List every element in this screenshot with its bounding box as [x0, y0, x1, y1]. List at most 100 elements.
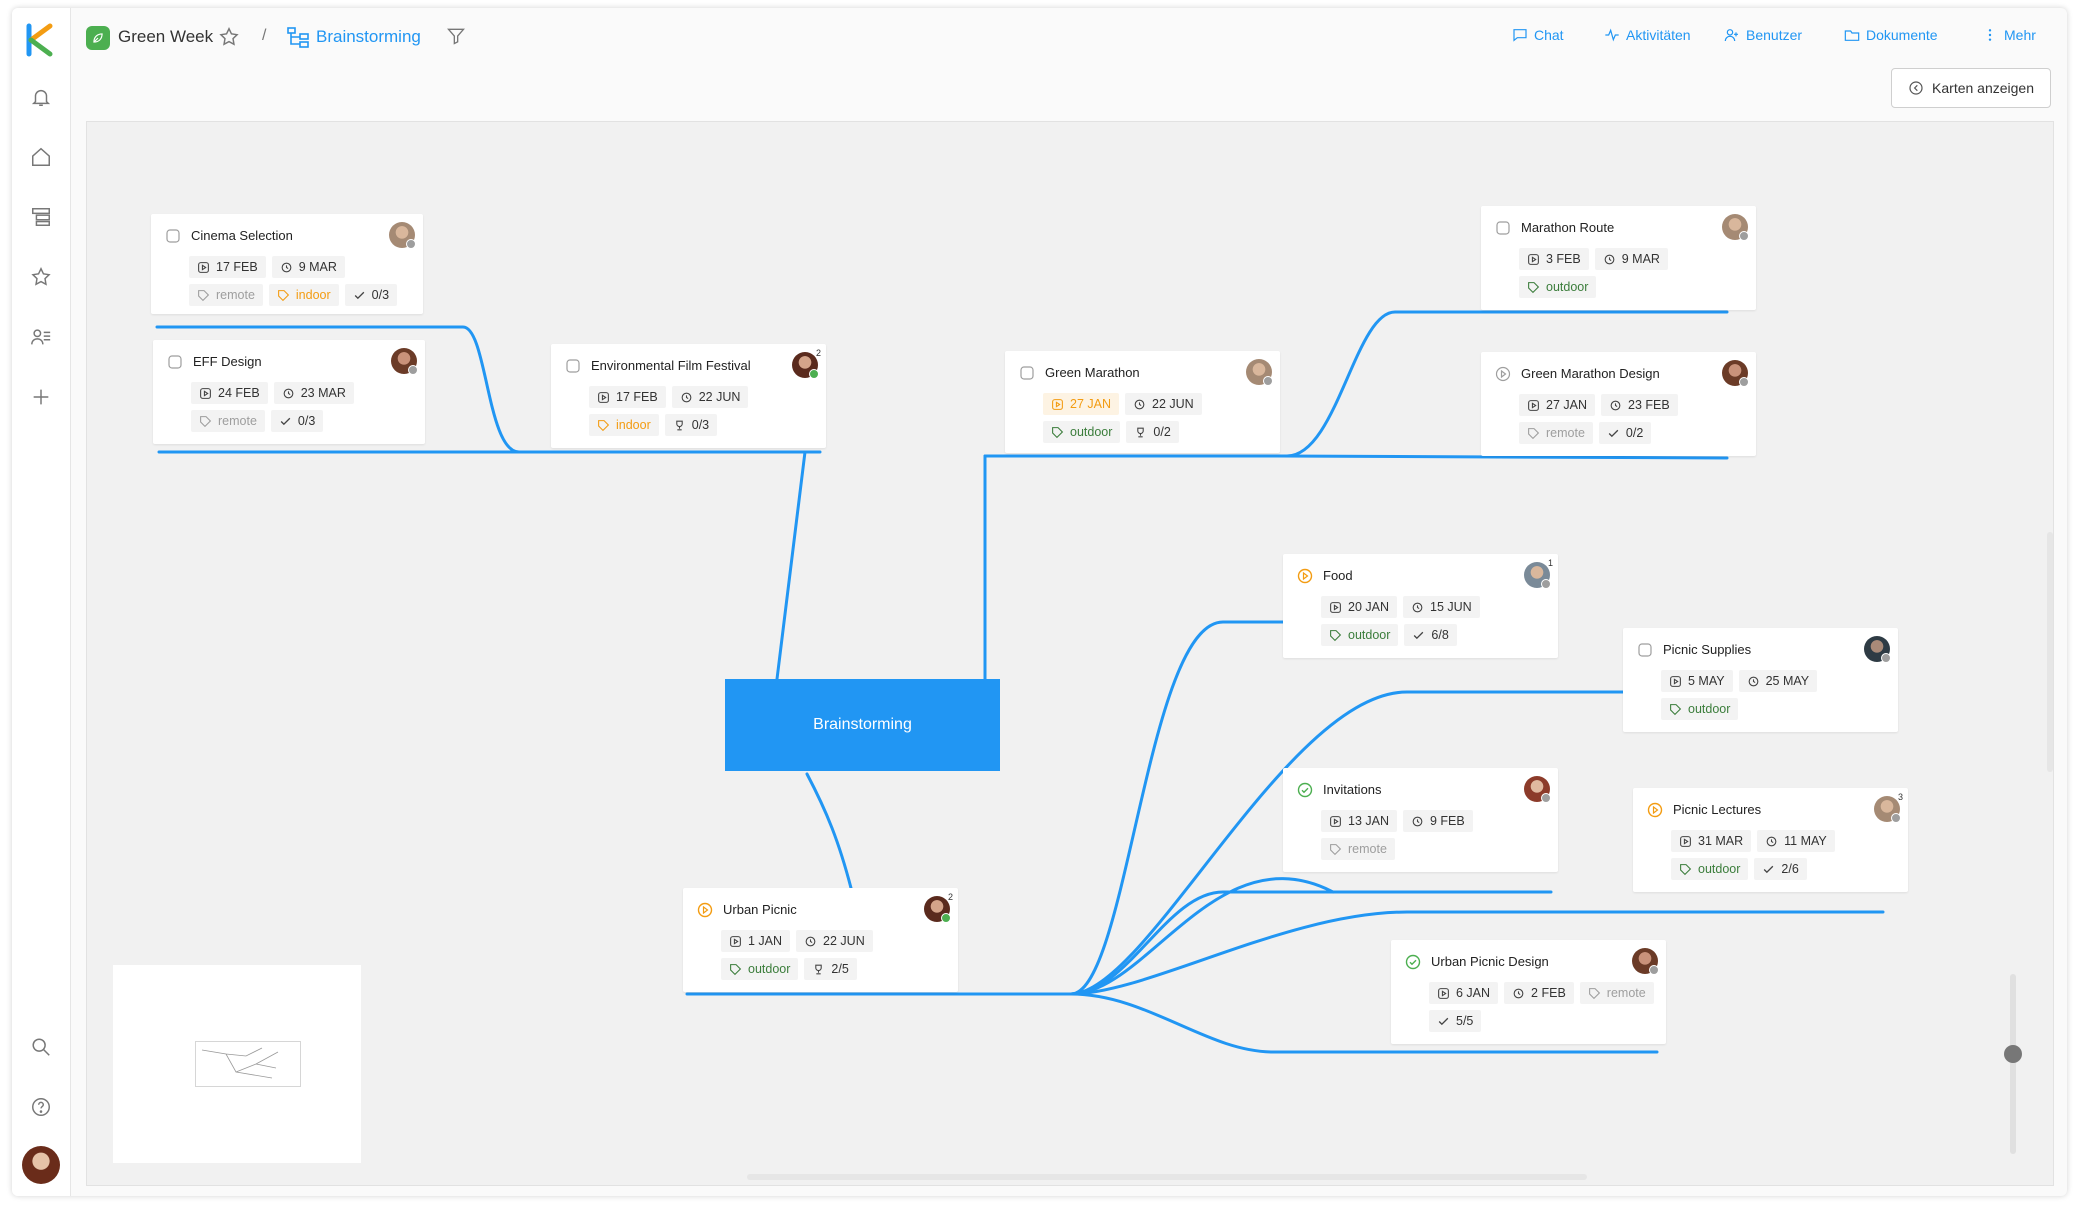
nav-chat[interactable]: Chat	[1512, 27, 1564, 43]
card-picnic-supplies[interactable]: Picnic Supplies 5 MAY 25 MAY outdoor	[1623, 628, 1898, 732]
subtasks-chip[interactable]: 2/5	[804, 958, 857, 980]
assignee-avatar[interactable]	[1246, 359, 1273, 386]
due-date-chip[interactable]: 23 MAR	[273, 382, 354, 404]
checklist-chip[interactable]: 0/2	[1598, 422, 1652, 444]
bell-icon[interactable]	[28, 84, 54, 110]
star-icon[interactable]	[28, 264, 54, 290]
subtasks-chip[interactable]: 0/2	[1126, 421, 1179, 443]
tag-chip[interactable]: remote	[1519, 422, 1593, 444]
assignee-avatar[interactable]	[389, 222, 416, 249]
in-progress-status-icon[interactable]	[1297, 568, 1313, 584]
zoom-slider-handle[interactable]	[2004, 1045, 2022, 1063]
checklist-chip[interactable]: 5/5	[1429, 1010, 1482, 1032]
todo-status-icon[interactable]	[167, 354, 183, 370]
board-title[interactable]: Brainstorming	[316, 27, 421, 46]
assignee-avatar[interactable]	[1632, 948, 1659, 975]
tag-chip[interactable]: outdoor	[1519, 276, 1597, 298]
todo-status-icon[interactable]	[1637, 642, 1653, 658]
start-date-chip[interactable]: 1 JAN	[721, 930, 791, 952]
in-progress-status-icon[interactable]	[697, 902, 713, 918]
due-date-chip[interactable]: 9 MAR	[1594, 248, 1668, 270]
tag-chip[interactable]: outdoor	[721, 958, 799, 980]
vertical-scrollbar[interactable]	[2047, 532, 2053, 772]
boards-icon[interactable]	[28, 204, 54, 230]
nav-documents[interactable]: Dokumente	[1844, 27, 1938, 43]
card-green-marathon-design[interactable]: Green Marathon Design 27 JAN 23 FEB remo…	[1481, 352, 1756, 456]
assignee-avatar[interactable]: 1	[1524, 558, 1553, 589]
done-status-icon[interactable]	[1297, 782, 1313, 798]
assignee-avatar[interactable]: 3	[1874, 792, 1903, 823]
todo-status-icon[interactable]	[1019, 365, 1035, 381]
tag-chip[interactable]: outdoor	[1661, 698, 1739, 720]
team-icon[interactable]	[28, 324, 54, 350]
plus-icon[interactable]	[28, 384, 54, 410]
tag-chip[interactable]: outdoor	[1671, 858, 1749, 880]
start-date-chip[interactable]: 27 JAN	[1519, 394, 1595, 416]
card-urban-picnic-design[interactable]: Urban Picnic Design 6 JAN 2 FEB remote 5…	[1391, 940, 1666, 1044]
assignee-avatar[interactable]	[1864, 636, 1891, 663]
tag-chip[interactable]: indoor	[268, 284, 339, 306]
due-date-chip[interactable]: 22 JUN	[671, 386, 749, 408]
todo-status-icon[interactable]	[165, 228, 181, 244]
card-marathon-route[interactable]: Marathon Route 3 FEB 9 MAR outdoor	[1481, 206, 1756, 310]
todo-status-icon[interactable]	[565, 358, 581, 374]
due-date-chip[interactable]: 9 FEB	[1403, 810, 1473, 832]
due-date-chip[interactable]: 15 JUN	[1403, 596, 1480, 618]
minimap[interactable]	[113, 965, 361, 1163]
due-date-chip[interactable]: 9 MAR	[271, 256, 345, 278]
due-date-chip[interactable]: 11 MAY	[1757, 830, 1835, 852]
assignee-avatar[interactable]	[1722, 214, 1749, 241]
assignee-avatar[interactable]	[1722, 360, 1749, 387]
start-date-chip[interactable]: 13 JAN	[1321, 810, 1397, 832]
in-progress-status-icon[interactable]	[1495, 366, 1511, 382]
assignee-avatar[interactable]	[391, 348, 418, 375]
nav-more[interactable]: Mehr	[1982, 27, 2036, 43]
checklist-chip[interactable]: 0/3	[344, 284, 398, 306]
subtasks-chip[interactable]: 0/3	[664, 414, 718, 436]
checklist-chip[interactable]: 0/3	[270, 410, 324, 432]
search-icon[interactable]	[28, 1034, 54, 1060]
in-progress-status-icon[interactable]	[1647, 802, 1663, 818]
due-date-chip[interactable]: 22 JUN	[1125, 393, 1202, 415]
card-urban-picnic[interactable]: Urban Picnic 2 1 JAN 22 JUN outdoor 2/5	[683, 888, 958, 992]
nav-users[interactable]: Benutzer	[1724, 27, 1802, 43]
assignee-avatar[interactable]: 2	[924, 892, 953, 923]
due-date-chip[interactable]: 25 MAY	[1738, 670, 1818, 692]
filter-icon[interactable]	[446, 26, 466, 51]
start-date-chip[interactable]: 6 JAN	[1429, 982, 1499, 1004]
user-avatar[interactable]	[22, 1146, 60, 1184]
nav-activities[interactable]: Aktivitäten	[1604, 27, 1691, 43]
central-node[interactable]: Brainstorming	[725, 679, 1000, 771]
due-date-chip[interactable]: 23 FEB	[1601, 394, 1678, 416]
mindmap-canvas[interactable]: Brainstorming Cinema Selection 17 FEB 9 …	[86, 121, 2054, 1186]
start-date-chip[interactable]: 27 JAN	[1043, 393, 1119, 415]
card-cinema-selection[interactable]: Cinema Selection 17 FEB 9 MAR remote ind…	[151, 214, 423, 314]
show-cards-button[interactable]: Karten anzeigen	[1891, 68, 2051, 108]
card-picnic-lectures[interactable]: Picnic Lectures 3 31 MAR 11 MAY outdoor …	[1633, 788, 1908, 892]
start-date-chip[interactable]: 17 FEB	[189, 256, 266, 278]
help-icon[interactable]	[28, 1094, 54, 1120]
card-environmental-film-festival[interactable]: Environmental Film Festival 2 17 FEB 22 …	[551, 344, 826, 448]
start-date-chip[interactable]: 3 FEB	[1519, 248, 1589, 270]
tag-chip[interactable]: outdoor	[1321, 624, 1399, 646]
horizontal-scrollbar[interactable]	[747, 1174, 1587, 1180]
assignee-avatar[interactable]: 2	[792, 348, 821, 379]
home-icon[interactable]	[28, 144, 54, 170]
tag-chip[interactable]: remote	[1321, 838, 1395, 860]
due-date-chip[interactable]: 22 JUN	[796, 930, 873, 952]
card-invitations[interactable]: Invitations 13 JAN 9 FEB remote	[1283, 768, 1558, 872]
card-green-marathon[interactable]: Green Marathon 27 JAN 22 JUN outdoor 0/2	[1005, 351, 1280, 453]
due-date-chip[interactable]: 2 FEB	[1504, 982, 1574, 1004]
card-eff-design[interactable]: EFF Design 24 FEB 23 MAR remote 0/3	[153, 340, 425, 444]
zoom-slider-track[interactable]	[2010, 974, 2016, 1154]
start-date-chip[interactable]: 5 MAY	[1661, 670, 1733, 692]
start-date-chip[interactable]: 20 JAN	[1321, 596, 1397, 618]
minimap-viewport[interactable]	[195, 1041, 301, 1087]
app-logo[interactable]	[24, 22, 58, 58]
checklist-chip[interactable]: 2/6	[1754, 858, 1807, 880]
workspace-icon[interactable]	[86, 26, 110, 50]
tag-chip[interactable]: remote	[1579, 982, 1654, 1004]
todo-status-icon[interactable]	[1495, 220, 1511, 236]
checklist-chip[interactable]: 6/8	[1404, 624, 1457, 646]
tag-chip[interactable]: remote	[191, 410, 265, 432]
